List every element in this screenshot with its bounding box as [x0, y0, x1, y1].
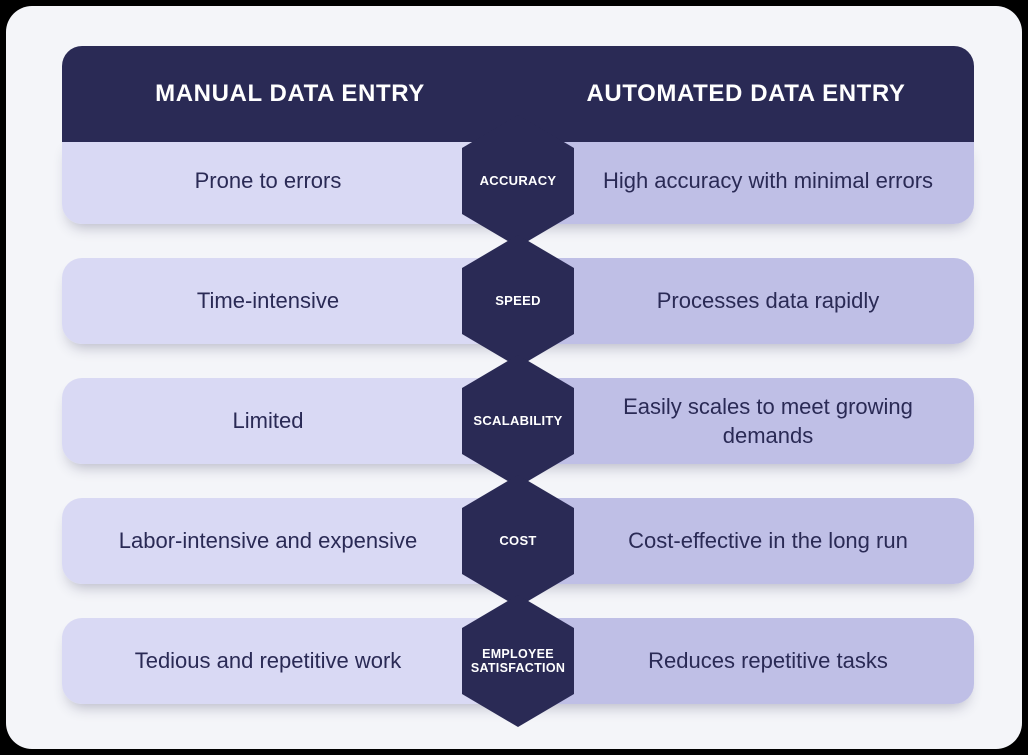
comparison-table: MANUAL DATA ENTRY AUTOMATED DATA ENTRY P… — [62, 46, 974, 730]
table-row: Tedious and repetitive work Reduces repe… — [62, 618, 974, 704]
row-cell-automated: Easily scales to meet growing demands — [518, 378, 974, 464]
row-text-automated: Cost-effective in the long run — [628, 528, 908, 554]
row-text-automated: Reduces repetitive tasks — [648, 648, 888, 674]
row-text-automated: Processes data rapidly — [656, 288, 880, 314]
table-row: Labor-intensive and expensive Cost-effec… — [62, 498, 974, 584]
row-cell-automated: High accuracy with minimal errors — [518, 138, 974, 224]
category-badge-scalability: SCALABILITY — [462, 355, 574, 487]
category-badge-speed: SPEED — [462, 235, 574, 367]
header-cell-automated: AUTOMATED DATA ENTRY — [518, 46, 974, 142]
category-badge-label: COST — [499, 532, 537, 548]
header-title-automated: AUTOMATED DATA ENTRY — [586, 79, 906, 107]
category-badge-label: EMPLOYEE SATISFACTION — [470, 647, 566, 675]
row-cell-manual: Labor-intensive and expensive — [62, 498, 518, 584]
header-cell-manual: MANUAL DATA ENTRY — [62, 46, 518, 142]
table-row: Prone to errors High accuracy with minim… — [62, 138, 974, 224]
category-badge-employee-satisfaction: EMPLOYEE SATISFACTION — [462, 595, 574, 727]
row-cell-manual: Prone to errors — [62, 138, 518, 224]
row-text-manual: Time-intensive — [196, 288, 340, 314]
category-badge-label: SCALABILITY — [473, 412, 563, 428]
header-title-manual: MANUAL DATA ENTRY — [155, 79, 425, 107]
row-cell-automated: Processes data rapidly — [518, 258, 974, 344]
row-text-manual: Tedious and repetitive work — [134, 648, 402, 674]
row-text-manual: Labor-intensive and expensive — [118, 528, 418, 554]
table-row: Limited Easily scales to meet growing de… — [62, 378, 974, 464]
row-text-manual: Prone to errors — [194, 168, 342, 194]
category-badge-label: ACCURACY — [479, 172, 557, 188]
row-cell-manual: Limited — [62, 378, 518, 464]
table-row: Time-intensive Processes data rapidly — [62, 258, 974, 344]
row-cell-manual: Tedious and repetitive work — [62, 618, 518, 704]
row-cell-automated: Reduces repetitive tasks — [518, 618, 974, 704]
row-cell-automated: Cost-effective in the long run — [518, 498, 974, 584]
category-badge-label: SPEED — [495, 292, 541, 308]
row-text-automated: Easily scales to meet growing demands — [623, 393, 913, 448]
row-text-automated: High accuracy with minimal errors — [602, 168, 934, 194]
infographic-canvas: MANUAL DATA ENTRY AUTOMATED DATA ENTRY P… — [6, 6, 1022, 749]
category-badge-cost: COST — [462, 475, 574, 607]
row-cell-manual: Time-intensive — [62, 258, 518, 344]
row-text-manual: Limited — [232, 408, 304, 434]
